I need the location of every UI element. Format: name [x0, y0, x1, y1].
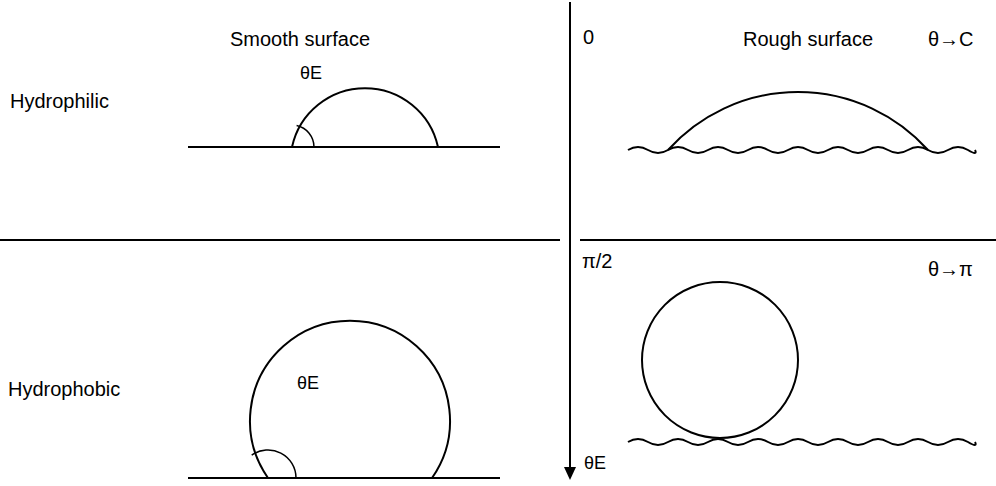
contact-angle-arc [252, 450, 296, 478]
column-heading: Smooth surface [230, 28, 370, 50]
contact-angle-arc [297, 126, 314, 148]
row-heading: Hydrophilic [10, 90, 109, 112]
limit-label: θ→C [928, 28, 974, 50]
smooth-surface [188, 146, 500, 148]
droplet-ball [250, 321, 450, 478]
limit-label: θ→π [928, 258, 973, 280]
droplet-cap [292, 88, 438, 147]
droplet-ball [642, 282, 798, 438]
smooth-surface [188, 477, 500, 479]
angle-axis [569, 2, 571, 470]
droplet-cap [668, 92, 928, 150]
rough-surface [628, 147, 976, 153]
axis-value: 0 [583, 26, 594, 48]
axis-value: π/2 [582, 250, 612, 272]
angle-symbol: θE [297, 372, 319, 394]
rough-surface [628, 439, 976, 445]
row-heading: Hydrophobic [8, 378, 120, 400]
angle-symbol: θE [300, 62, 322, 84]
divider-line [580, 239, 996, 241]
axis-title: θE [584, 452, 606, 474]
axis-arrowhead [564, 467, 576, 480]
divider-line [0, 239, 560, 241]
column-heading: Rough surface [743, 28, 873, 50]
